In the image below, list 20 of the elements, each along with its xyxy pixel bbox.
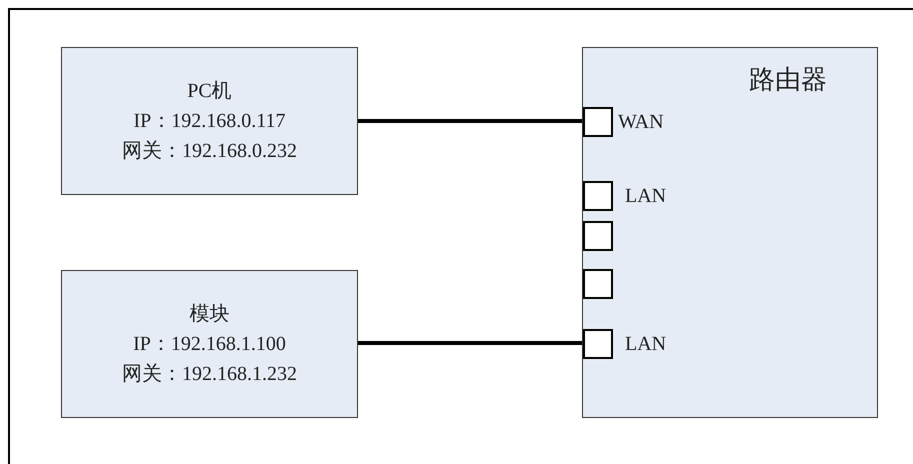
cable-line — [358, 119, 582, 123]
router-box — [582, 47, 878, 418]
port-box — [583, 107, 613, 137]
cable-line — [358, 341, 582, 345]
computer-box — [61, 47, 358, 195]
address-text: IP：192.168.0.117 — [133, 109, 286, 134]
device-name: PC机 — [187, 79, 232, 104]
port-box — [583, 269, 613, 299]
address-text: 网关：192.168.1.232 — [122, 362, 297, 387]
port-box — [583, 329, 613, 359]
router-heading: 路由器 — [749, 64, 827, 96]
port-label: WAN — [618, 110, 664, 134]
port-box — [583, 221, 613, 251]
port-label: LAN — [625, 184, 666, 208]
address-text: IP：192.168.1.100 — [133, 332, 286, 357]
port-box — [583, 181, 613, 211]
module-box — [61, 270, 358, 418]
port-label: LAN — [625, 332, 666, 356]
device-name: 模块 — [190, 302, 230, 327]
address-text: 网关：192.168.0.232 — [122, 139, 297, 164]
